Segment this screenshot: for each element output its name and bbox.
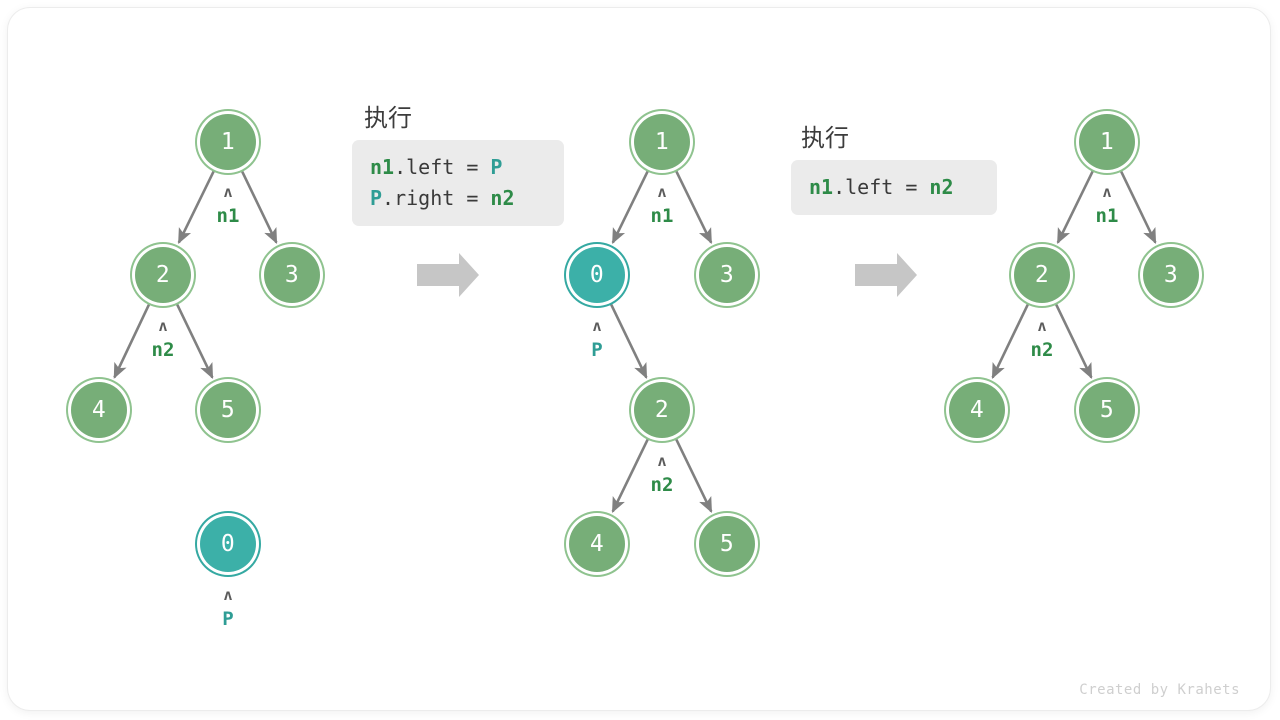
tree-node[interactable]: 5	[200, 382, 256, 438]
tree-node[interactable]: 4	[949, 382, 1005, 438]
tree-node[interactable]: 5	[1079, 382, 1135, 438]
tree-node[interactable]: 0	[569, 247, 625, 303]
pointer-label: ʌ n2	[627, 452, 697, 496]
pointer-name: P	[222, 608, 234, 630]
caret-icon: ʌ	[592, 317, 602, 335]
exec-caption: 执行	[801, 125, 849, 152]
tree-node[interactable]: 3	[264, 247, 320, 303]
code-token: P	[370, 186, 383, 210]
code-token: n1	[370, 155, 395, 179]
tree-node[interactable]: 2	[135, 247, 191, 303]
code-token: .left =	[833, 175, 930, 199]
tree-node[interactable]: 5	[699, 516, 755, 572]
pointer-name: n2	[1030, 339, 1054, 361]
pointer-label: ʌ n1	[193, 183, 263, 227]
tree-node[interactable]: 2	[1014, 247, 1070, 303]
tree-node[interactable]: 3	[1143, 247, 1199, 303]
tree-node[interactable]: 2	[634, 382, 690, 438]
credit-watermark: Created by Krahets	[1079, 682, 1240, 698]
caret-icon: ʌ	[657, 452, 667, 470]
code-token: n1	[809, 175, 834, 199]
code-token: n2	[929, 175, 954, 199]
pointer-label: ʌ n1	[1072, 183, 1142, 227]
pointer-label: ʌ n2	[128, 317, 198, 361]
tree-node[interactable]: 4	[71, 382, 127, 438]
code-token: .left =	[394, 155, 491, 179]
code-token: .right =	[382, 186, 491, 210]
pointer-name: n2	[151, 339, 175, 361]
code-token: n2	[490, 186, 515, 210]
pointer-name: n1	[216, 205, 240, 227]
caret-icon: ʌ	[657, 183, 667, 201]
tree-node[interactable]: 3	[699, 247, 755, 303]
pointer-label: ʌ n1	[627, 183, 697, 227]
code-block: n1.left = n2	[791, 160, 997, 215]
tree-node[interactable]: 1	[1079, 114, 1135, 170]
tree-node[interactable]: 4	[569, 516, 625, 572]
pointer-label: ʌ n2	[1007, 317, 1077, 361]
pointer-name: n1	[650, 205, 674, 227]
tree-node[interactable]: 0	[200, 516, 256, 572]
pointer-name: n1	[1095, 205, 1119, 227]
code-token: P	[490, 155, 503, 179]
exec-caption: 执行	[364, 105, 412, 132]
caret-icon: ʌ	[223, 183, 233, 201]
caret-icon: ʌ	[158, 317, 168, 335]
caret-icon: ʌ	[1102, 183, 1112, 201]
caret-icon: ʌ	[1037, 317, 1047, 335]
tree-node[interactable]: 1	[200, 114, 256, 170]
pointer-name: P	[591, 339, 603, 361]
tree-node[interactable]: 1	[634, 114, 690, 170]
code-line: P.right = n2	[370, 183, 546, 214]
pointer-name: n2	[650, 474, 674, 496]
caret-icon: ʌ	[223, 586, 233, 604]
code-line: n1.left = n2	[809, 172, 979, 203]
code-line: n1.left = P	[370, 152, 546, 183]
